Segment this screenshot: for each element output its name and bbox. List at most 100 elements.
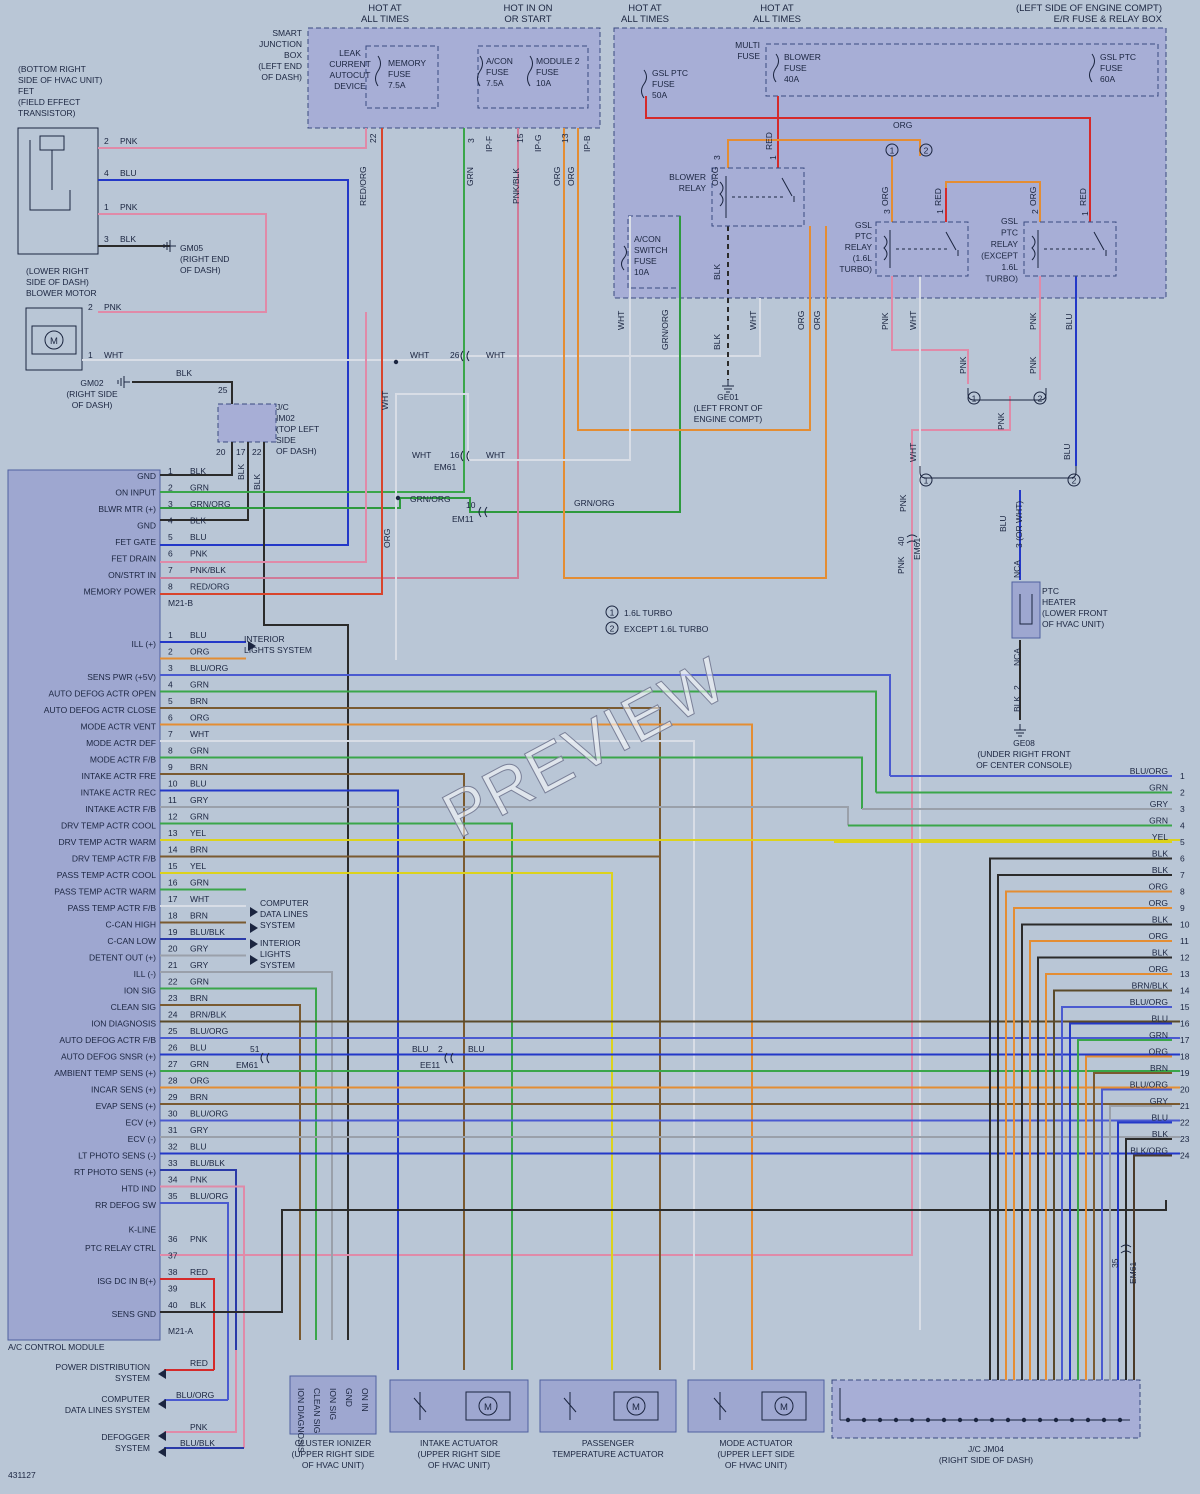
right-list-number: 8: [1180, 887, 1185, 897]
label-text: OF HVAC UNIT): [428, 1460, 490, 1470]
module-pin-label: ILL (+): [132, 639, 157, 649]
jc-im02-box: [217, 403, 277, 443]
module-pin-label: GND: [137, 471, 156, 481]
label-text: GE08: [1013, 738, 1035, 748]
module-pin-label: HTD IND: [122, 1184, 156, 1194]
label-text: ALL TIMES: [361, 14, 409, 25]
label-text: 25: [218, 385, 228, 395]
gsl-ptc-fuse-50-icon: [641, 69, 647, 99]
module-a-pin-wire: [160, 723, 753, 1370]
right-list-wire: [1133, 1154, 1172, 1380]
module-pin-label: ON INPUT: [115, 488, 156, 498]
label-text: PNK/BLK: [511, 168, 521, 204]
label-text: WHT: [908, 443, 918, 462]
legend-text: EXCEPT 1.6L TURBO: [624, 624, 709, 634]
jc-splice-dot: [941, 1417, 947, 1423]
right-list-color: BRN/BLK: [1132, 981, 1169, 991]
module-pin-number: 18: [168, 911, 178, 921]
module-pin-number: 8: [168, 746, 173, 756]
right-list-number: 18: [1180, 1052, 1190, 1062]
label-text: BLU: [468, 1044, 485, 1054]
module-pin-color: BLK: [190, 516, 206, 526]
label-text: PNK: [896, 556, 906, 574]
label-text: BLU: [412, 1044, 429, 1054]
label-text: RELAY: [845, 242, 873, 252]
label-text: (1.6L: [853, 253, 873, 263]
module-pin-label: AUTO DEFOG SNSR (+): [61, 1052, 156, 1062]
right-list-color: ORG: [1149, 931, 1168, 941]
module-pin-number: 33: [168, 1158, 178, 1168]
label-text: GSL: [855, 220, 872, 230]
label-text: PNK: [880, 312, 890, 330]
module-a-pin-wire: [160, 756, 863, 809]
module-a-pin-wire: [160, 1004, 301, 1340]
label-text: (EXCEPT: [981, 251, 1018, 261]
module-pin-number: 4: [168, 516, 173, 526]
relay-switch-icon: [1093, 231, 1107, 256]
ionizer-pin-label: ON IN: [360, 1388, 370, 1412]
label-text: OF HVAC UNIT): [1042, 619, 1104, 629]
right-list-number: 20: [1180, 1085, 1190, 1095]
label-text: NCA: [1012, 648, 1022, 666]
potentiometer-icon: [563, 1392, 577, 1420]
module-pin-label: PASS TEMP ACTR F/B: [68, 903, 157, 913]
label-text: J/C: [276, 402, 289, 412]
label-text: ORG: [796, 311, 806, 330]
label-text: GE01: [717, 392, 739, 402]
label-text: PNK: [958, 356, 968, 374]
legend-circle-1-icon: [885, 143, 899, 157]
legend-circle-icon: [605, 621, 619, 635]
label-text: BLOWER: [669, 172, 706, 182]
mode-motor-icon: [761, 1391, 807, 1421]
jc-bus-icon: [839, 1388, 1130, 1421]
interior-lights-arrow-icon: [250, 955, 258, 965]
motor-circle-icon: [44, 330, 64, 350]
right-list-number: 10: [1180, 920, 1190, 930]
label-text: LIGHTS: [260, 949, 291, 959]
module-pin-color: GRY: [190, 795, 209, 805]
module-pin-number: 9: [168, 762, 173, 772]
legend-circle-1-icon: [967, 391, 981, 405]
fet-pin-number: 3: [104, 234, 109, 244]
right-list-number: 7: [1180, 870, 1185, 880]
em61-mid-connector-icon: [460, 450, 470, 462]
defogger-pnk-wire: [164, 1350, 237, 1433]
module-pin-label: DRV TEMP ACTR COOL: [61, 821, 156, 831]
module-pin-number: 5: [168, 532, 173, 542]
module-pin-number: 29: [168, 1092, 178, 1102]
module-pin-label: FET DRAIN: [111, 554, 156, 564]
label-text: COMPUTER: [101, 1394, 150, 1404]
label-text: 40A: [784, 74, 799, 84]
right-list-number: 19: [1180, 1068, 1190, 1078]
label-text: SIDE: [276, 435, 296, 445]
label-text: POWER DISTRIBUTION: [56, 1362, 150, 1372]
module-pin-number: 6: [168, 713, 173, 723]
module-pin-color: GRY: [190, 1125, 209, 1135]
ionizer-pin-label: GND: [344, 1388, 354, 1407]
jc-splice-dot: [989, 1417, 995, 1423]
gsl-ptc-feed-wire: [645, 96, 1091, 222]
label-text: RED: [764, 132, 774, 150]
label-text: BLU: [998, 515, 1008, 532]
connector-name: EM61: [434, 462, 456, 472]
module-pin-color: GRN: [190, 812, 209, 822]
module-pin-label: EVAP SENS (+): [96, 1101, 157, 1111]
em61-connector-icon: [260, 1052, 270, 1064]
module-pin-color: GRN: [190, 680, 209, 690]
right-list-color: BLU: [1151, 1014, 1168, 1024]
right-list-wire: [989, 857, 1172, 1380]
right-list-number: 3: [1180, 804, 1185, 814]
connector-name: EM61: [912, 538, 922, 560]
legend-circle-2-icon: [1033, 391, 1047, 405]
label-text: OF DASH): [276, 446, 317, 456]
module-a-pin-wire: [160, 872, 613, 1370]
defogger-arrow-icon: [158, 1431, 166, 1441]
label-text: AUTOCUT: [330, 70, 371, 80]
module-pin-color: BRN: [190, 845, 208, 855]
label-text: OF HVAC UNIT): [302, 1460, 364, 1470]
module-pin-color: GRY: [190, 960, 209, 970]
label-text: OF CENTER CONSOLE): [976, 760, 1072, 770]
module-box: [7, 469, 161, 1341]
right-list-number: 17: [1180, 1035, 1190, 1045]
label-text: PASSENGER: [582, 1438, 634, 1448]
